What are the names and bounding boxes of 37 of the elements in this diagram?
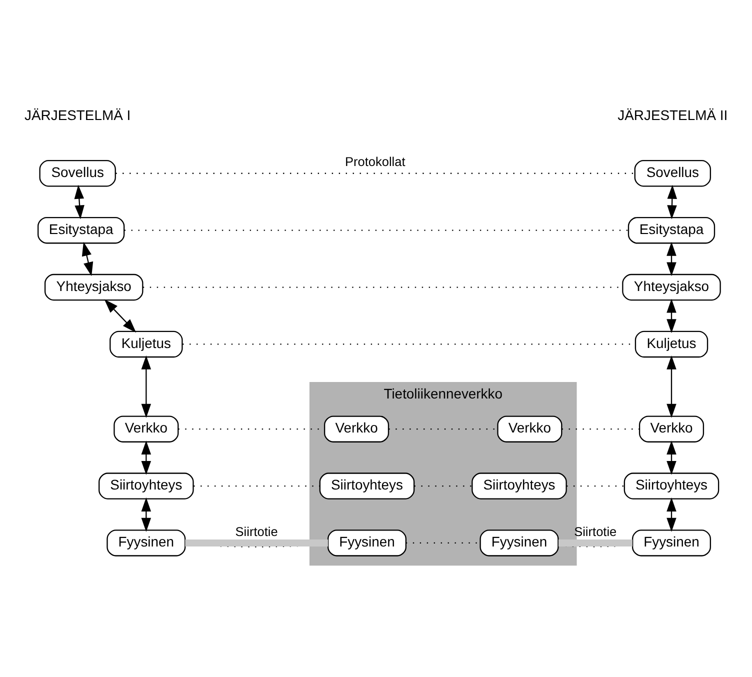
arrow [666,440,676,474]
edge-label: Siirtotie [574,523,617,538]
arrow [141,497,152,532]
node-box: Yhteysjakso [44,273,144,300]
edge-label: Protokollat [344,154,406,169]
node-box: Fyysinen [480,529,559,556]
arrow [666,241,676,276]
arrow [141,354,152,418]
node-box: Fyysinen [327,529,406,556]
node-box: Sovellus [634,160,711,186]
node-box: Kuljetus [634,330,708,358]
node-box: Kuljetus [110,330,183,358]
label: JÄRJESTELMÄ II [618,106,728,123]
arrow [74,184,84,219]
node-box: Verkko [114,415,179,442]
arrow [104,298,136,332]
arrow [82,241,94,276]
node-box: Siirtoyhteys [472,472,567,499]
node-box: Esitystapa [38,216,125,244]
node-box: Siirtoyhteys [624,472,720,499]
arrow [141,440,152,474]
node-box: Verkko [638,415,704,442]
arrow [667,184,678,219]
node-box: Verkko [497,415,562,442]
arrow [666,354,676,418]
node-box: Yhteysjakso [622,273,721,300]
arrow [666,298,676,333]
node-box: Verkko [324,415,390,442]
node-box: Fyysinen [106,529,186,556]
edge-label: Siirtotie [235,523,278,538]
node-box: Esitystapa [628,216,716,244]
node-box: Sovellus [39,160,116,186]
label: JÄRJESTELMÄ I [24,106,131,123]
node-box: Fyysinen [632,529,711,556]
node-box: Siirtoyhteys [319,472,415,499]
node-box: Siirtoyhteys [98,472,194,499]
arrow [666,497,676,532]
